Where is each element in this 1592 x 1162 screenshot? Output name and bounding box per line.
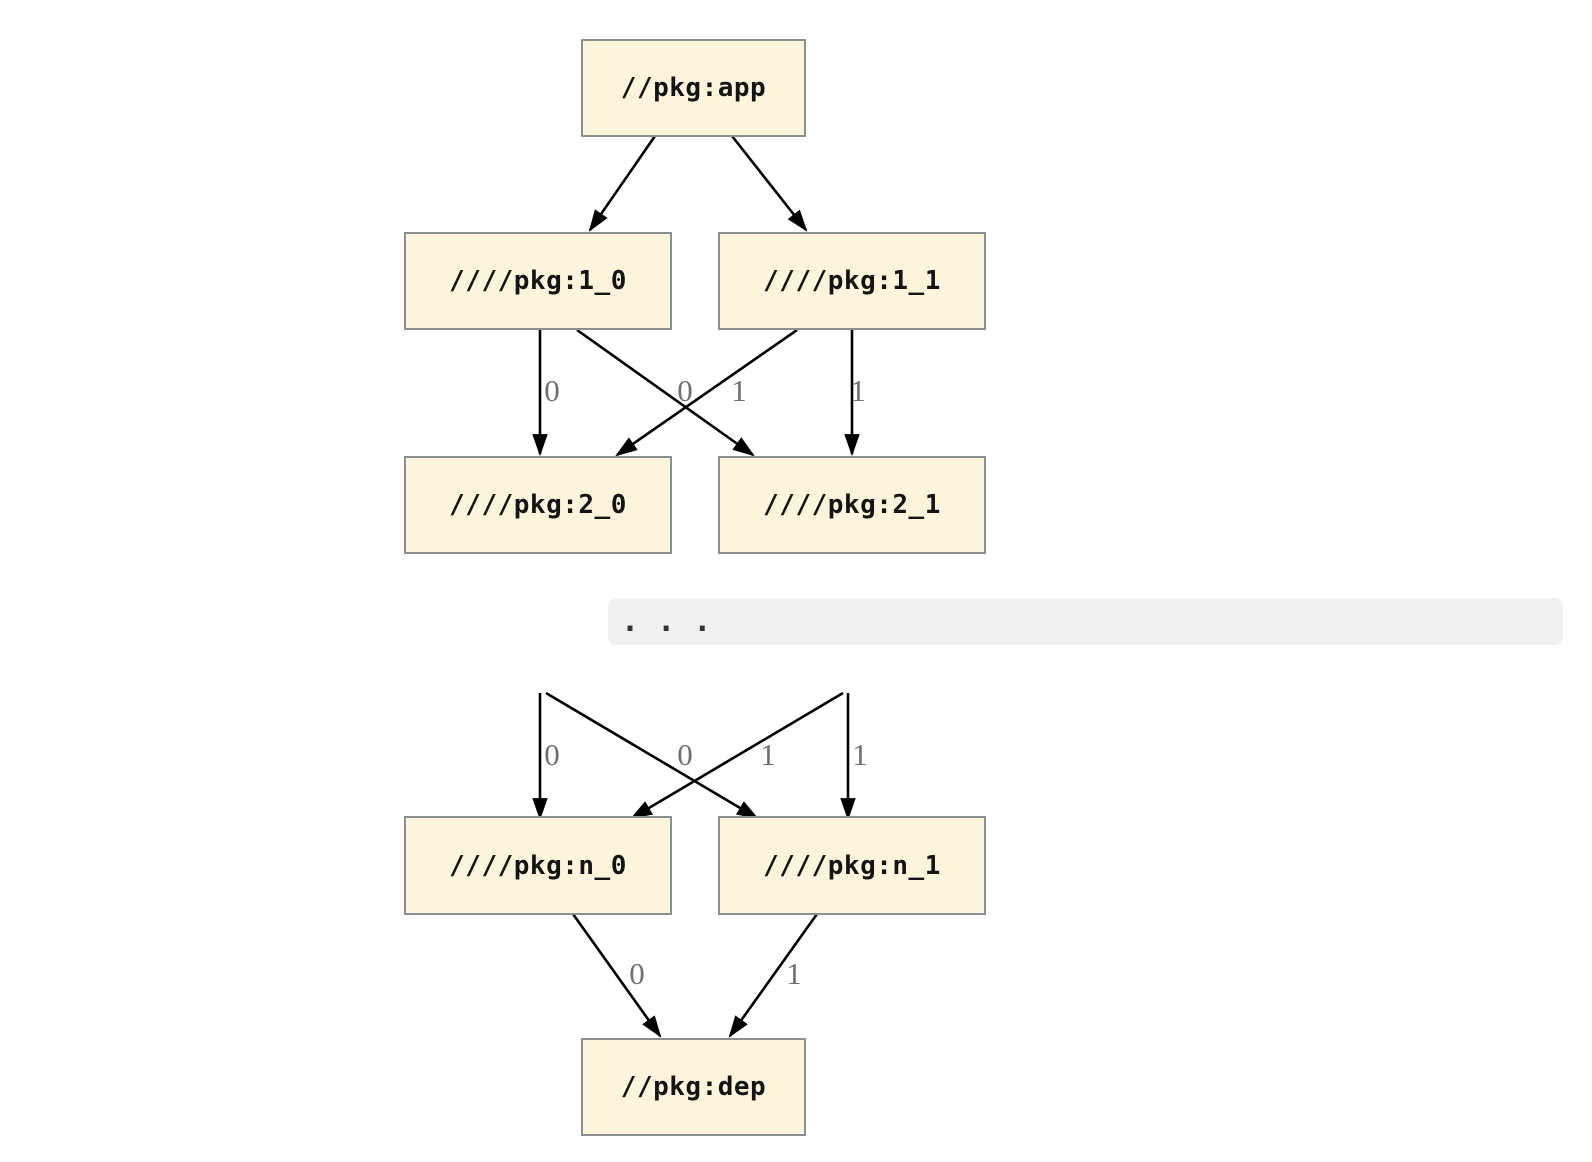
ellipsis-text: . . . bbox=[621, 604, 712, 639]
node-pkg-1_1: ////pkg:1_1 bbox=[718, 232, 986, 330]
edge-label-1_0-2_0: 0 bbox=[544, 373, 560, 408]
node-label: ////pkg:1_0 bbox=[449, 266, 627, 296]
edge-label-n_0-dep: 0 bbox=[629, 956, 645, 991]
node-label: ////pkg:2_1 bbox=[763, 490, 941, 520]
node-pkg-dep: //pkg:dep bbox=[581, 1038, 806, 1136]
edge-label-1_1-2_1: 1 bbox=[850, 373, 866, 408]
node-pkg-1_0: ////pkg:1_0 bbox=[404, 232, 672, 330]
edge-n_0-to-dep bbox=[571, 913, 662, 1038]
node-pkg-n_1: ////pkg:n_1 bbox=[718, 816, 986, 915]
node-pkg-app: //pkg:app bbox=[581, 39, 806, 137]
edge-label-n_1-dep: 1 bbox=[786, 956, 802, 991]
edge-label-elided-n_1-right: 1 bbox=[852, 737, 868, 772]
edge-label-1_0-2_1: 1 bbox=[731, 373, 747, 408]
node-pkg-n_0: ////pkg:n_0 bbox=[404, 816, 672, 915]
node-label: //pkg:app bbox=[620, 73, 767, 103]
node-pkg-2_0: ////pkg:2_0 bbox=[404, 456, 672, 554]
edge-label-elided-n_1-left: 1 bbox=[760, 737, 776, 772]
edge-label-1_1-2_0: 0 bbox=[677, 373, 693, 408]
edge-label-elided-n_0-right: 0 bbox=[677, 737, 693, 772]
edge-label-elided-n_0-left: 0 bbox=[544, 737, 560, 772]
edge-elided-right-to-n_0 bbox=[630, 691, 844, 820]
node-label: ////pkg:2_0 bbox=[449, 490, 627, 520]
edge-1_0-to-2_1 bbox=[576, 328, 755, 457]
edge-elided-left-to-n_1 bbox=[545, 691, 759, 820]
node-pkg-2_1: ////pkg:2_1 bbox=[718, 456, 986, 554]
node-label: ////pkg:n_0 bbox=[449, 850, 627, 881]
node-label: ////pkg:1_1 bbox=[763, 266, 941, 296]
node-label: //pkg:dep bbox=[620, 1072, 767, 1102]
edge-1_1-to-2_0 bbox=[615, 328, 798, 457]
edge-app-to-1_0 bbox=[588, 135, 657, 232]
edge-n_1-to-dep bbox=[728, 913, 819, 1038]
ellipsis-band: . . . bbox=[608, 598, 1563, 645]
node-label: ////pkg:n_1 bbox=[763, 850, 941, 881]
edge-app-to-1_1 bbox=[730, 135, 808, 232]
